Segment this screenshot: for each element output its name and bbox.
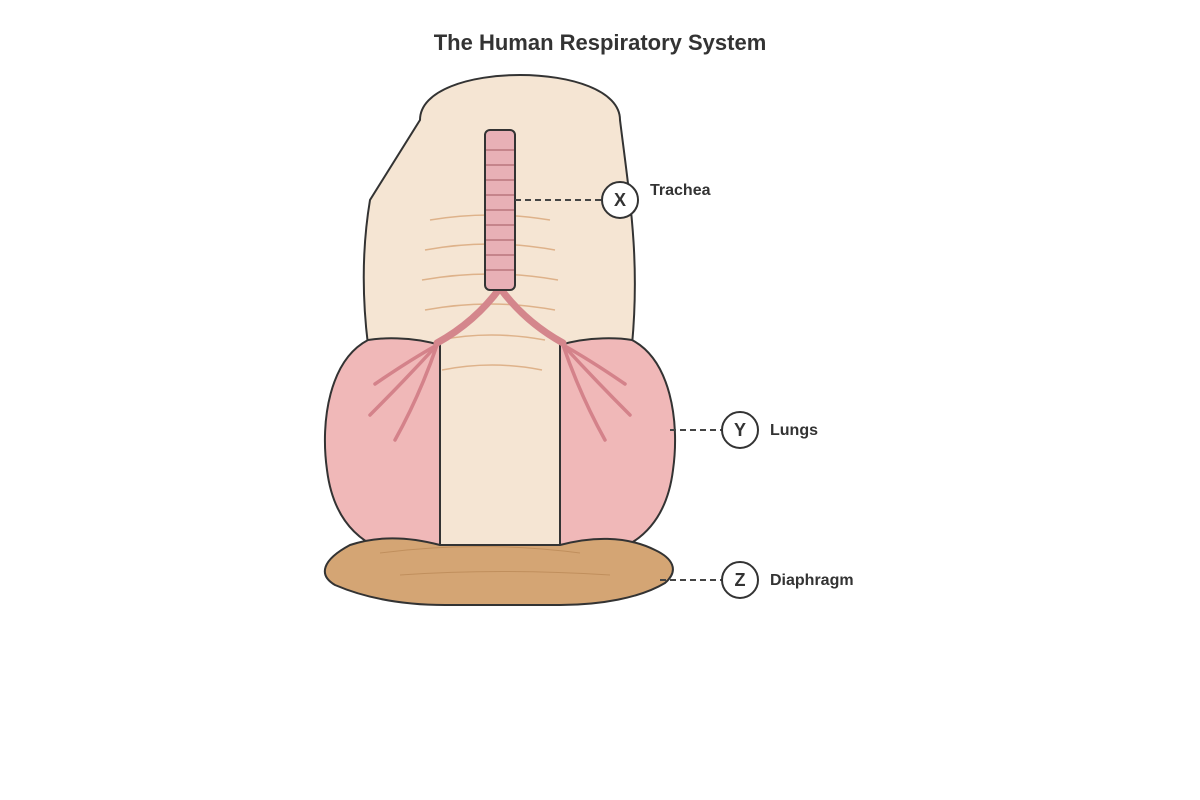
marker-lungs: Y Lungs	[670, 411, 818, 449]
label-lungs: Lungs	[770, 422, 818, 439]
label-trachea: Trachea	[650, 182, 711, 199]
trachea	[484, 129, 516, 291]
marker-letter-y: Y	[734, 420, 746, 440]
left-lung	[324, 337, 441, 549]
right-bronchioles	[561, 343, 632, 442]
main-bronchi	[433, 284, 567, 347]
marker-letter-x: X	[614, 190, 626, 210]
marker-circle-z	[721, 561, 759, 599]
left-bronchioles	[368, 343, 439, 442]
diaphragm-texture	[379, 546, 611, 576]
marker-letter-z: Z	[735, 570, 746, 590]
diagram-title: The Human Respiratory System	[434, 30, 767, 55]
marker-trachea: X Trachea	[515, 181, 711, 219]
marker-circle-x	[601, 181, 639, 219]
marker-circle-y	[721, 411, 759, 449]
marker-diaphragm: Z Diaphragm	[660, 561, 854, 599]
right-lung	[559, 337, 676, 549]
label-diaphragm: Diaphragm	[770, 572, 854, 589]
